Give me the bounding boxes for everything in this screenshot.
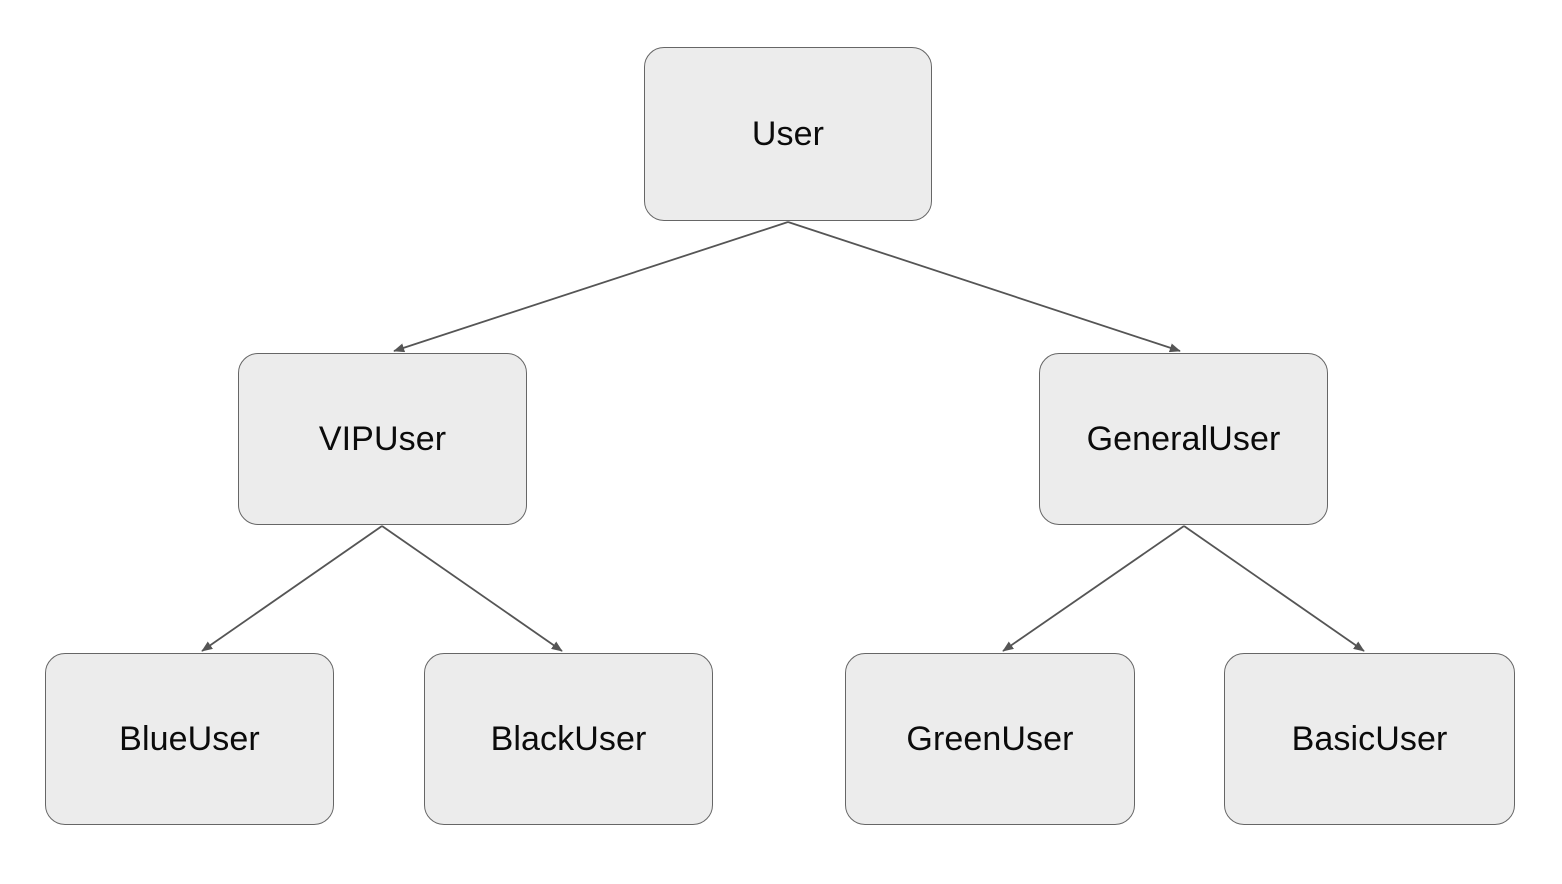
edge-user-to-generaluser	[787, 221, 1181, 353]
node-blackuser[interactable]: BlackUser	[424, 653, 713, 825]
node-generaluser[interactable]: GeneralUser	[1039, 353, 1328, 525]
node-label-blackuser: BlackUser	[490, 720, 647, 758]
edge-vipuser-to-blueuser	[201, 525, 383, 652]
node-label-blueuser: BlueUser	[119, 720, 260, 758]
node-basicuser[interactable]: BasicUser	[1224, 653, 1515, 825]
node-label-basicuser: BasicUser	[1291, 720, 1448, 758]
node-label-greenuser: GreenUser	[906, 720, 1074, 758]
node-label-vipuser: VIPUser	[318, 420, 447, 458]
edge-generaluser-to-greenuser	[1002, 525, 1185, 652]
node-blueuser[interactable]: BlueUser	[45, 653, 334, 825]
edge-generaluser-to-basicuser	[1183, 525, 1365, 652]
node-label-generaluser: GeneralUser	[1086, 420, 1281, 458]
node-greenuser[interactable]: GreenUser	[845, 653, 1135, 825]
node-vipuser[interactable]: VIPUser	[238, 353, 527, 525]
edge-user-to-vipuser	[393, 221, 789, 353]
node-label-user: User	[751, 115, 825, 153]
edge-vipuser-to-blackuser	[381, 525, 563, 652]
node-user[interactable]: User	[644, 47, 932, 221]
